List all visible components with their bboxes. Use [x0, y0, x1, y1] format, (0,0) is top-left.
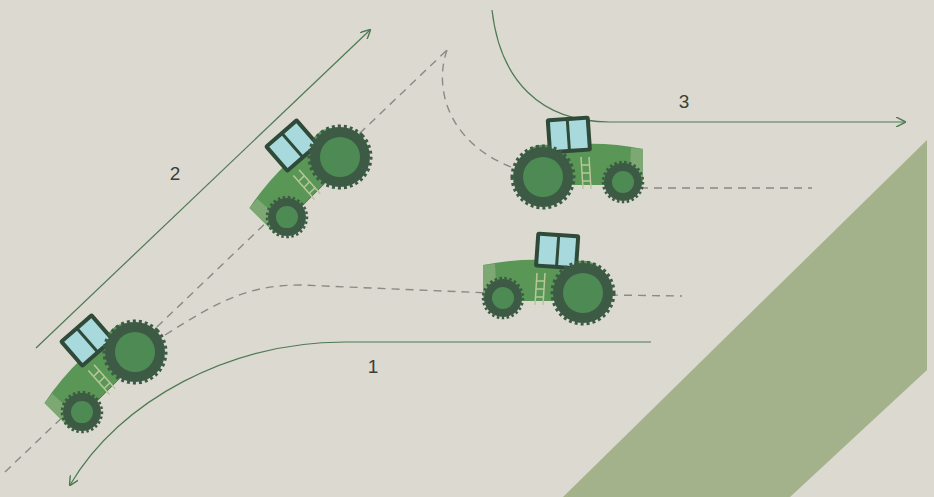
tractor	[226, 92, 384, 250]
path-dashed	[640, 187, 812, 188]
arrow-3	[492, 10, 905, 122]
path-dashed	[165, 285, 490, 335]
tractor	[483, 231, 614, 324]
tractor	[512, 115, 643, 208]
callout-number: 2	[170, 164, 181, 183]
arrow-2	[36, 30, 370, 348]
path-dashed	[5, 50, 447, 472]
callout-number: 1	[368, 357, 379, 376]
tractor	[21, 287, 179, 445]
callout-number: 3	[679, 92, 690, 111]
path-dashed	[610, 295, 682, 296]
